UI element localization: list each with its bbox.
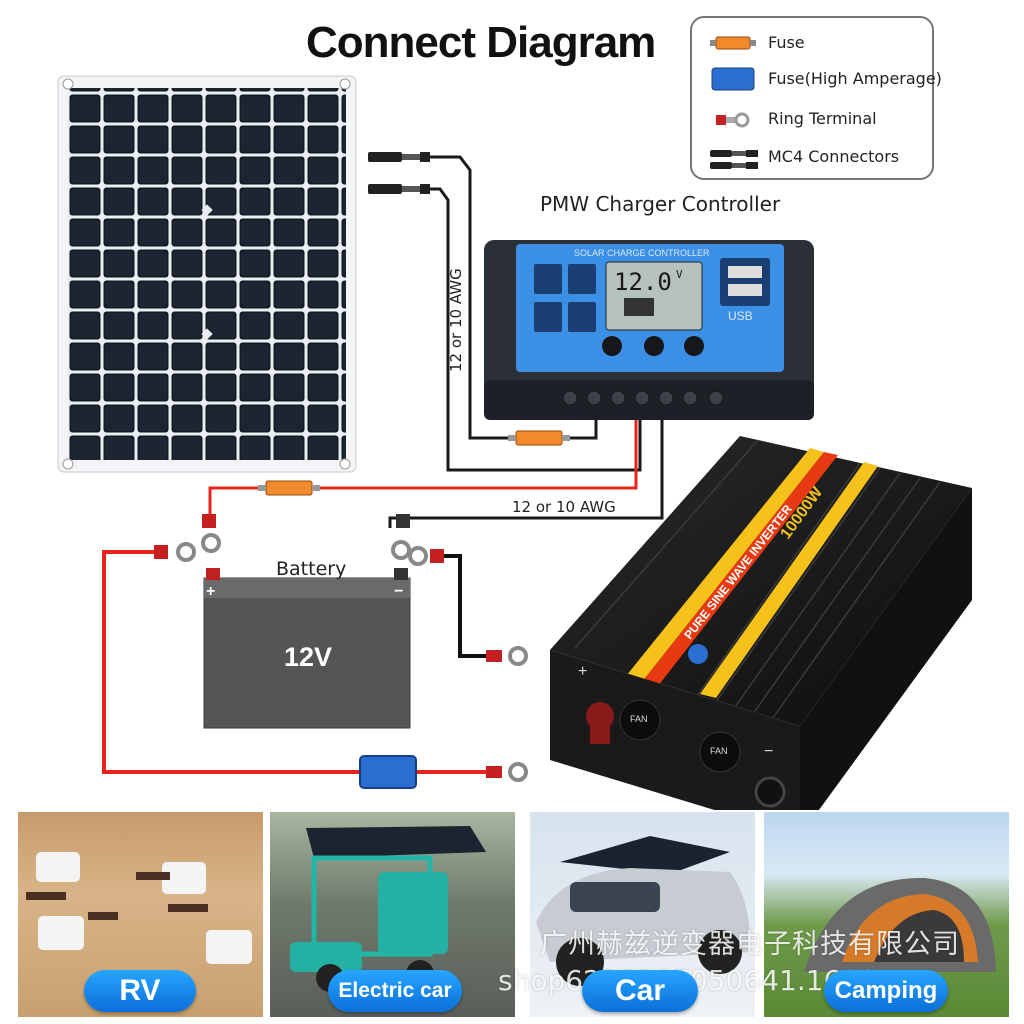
legend-label: Ring Terminal	[768, 109, 877, 128]
car-image	[536, 836, 751, 986]
ring-terminal-icon	[154, 514, 528, 782]
application-label-rv: RV	[84, 970, 196, 1012]
high-amperage-fuse-icon	[711, 67, 755, 91]
solar-panel	[57, 75, 357, 473]
inverter: 10000W PURE SINE WAVE INVERTER FAN FAN +…	[550, 436, 972, 810]
application-label-electric-car: Electric car	[328, 970, 462, 1012]
fuse-icon	[508, 430, 570, 446]
application-label-camping: Camping	[824, 970, 948, 1012]
legend-box: Fuse Fuse(High Amperage) Ring Terminal M…	[690, 16, 942, 180]
fuse-icon	[710, 36, 756, 50]
wire-gauge-vertical: 12 or 10 AWG	[447, 268, 465, 372]
lcd-unit: V	[676, 268, 683, 281]
charge-controller: SOLAR CHARGE CONTROLLER 12.0 V USB	[484, 240, 814, 420]
ring-terminal-icon	[716, 112, 750, 128]
application-label-car: Car	[582, 970, 698, 1012]
legend-item-high-fuse: Fuse(High Amperage)	[692, 64, 942, 94]
fan-label: FAN	[630, 714, 648, 724]
legend-label: MC4 Connectors	[768, 147, 900, 166]
inverter-minus: −	[764, 743, 773, 760]
controller-panel-label: SOLAR CHARGE CONTROLLER	[574, 248, 710, 258]
electric-car-image	[290, 826, 486, 992]
camping-image	[804, 877, 996, 972]
rv-image	[26, 852, 252, 964]
wiring-diagram: SOLAR CHARGE CONTROLLER 12.0 V USB + −	[57, 75, 972, 810]
legend-label: Fuse(High Amperage)	[768, 69, 942, 88]
diagram-title: Connect Diagram	[306, 18, 656, 67]
watermark-company: 广州赫兹逆变器电子科技有限公司	[540, 929, 960, 960]
panel-wires	[388, 155, 664, 528]
controller-title: PMW Charger Controller	[540, 192, 781, 216]
fuse-icon	[258, 480, 320, 496]
battery-label: Battery	[276, 558, 347, 580]
fan-label: FAN	[710, 746, 728, 756]
inverter-plus: +	[578, 663, 587, 680]
legend-item-fuse: Fuse	[692, 28, 932, 58]
inverter-wires	[102, 550, 486, 774]
usb-label: USB	[728, 309, 753, 323]
battery: + −	[203, 568, 411, 729]
mc4-connector-icon	[368, 152, 430, 194]
mc4-connector-icon	[710, 150, 758, 169]
battery-plus: +	[206, 583, 215, 600]
lcd-value: 12.0	[614, 268, 672, 296]
photo-electric-car	[270, 812, 515, 1017]
battery-minus: −	[394, 583, 403, 600]
battery-pos-wire	[208, 412, 638, 522]
legend-label: Fuse	[768, 33, 805, 52]
photo-camping	[764, 812, 1009, 1017]
legend-item-ring-terminal: Ring Terminal	[692, 104, 932, 134]
battery-voltage: 12V	[284, 642, 333, 672]
wire-gauge-horizontal: 12 or 10 AWG	[512, 498, 616, 516]
high-amperage-fuse-icon	[359, 755, 417, 789]
legend-item-mc4: MC4 Connectors	[692, 142, 932, 172]
